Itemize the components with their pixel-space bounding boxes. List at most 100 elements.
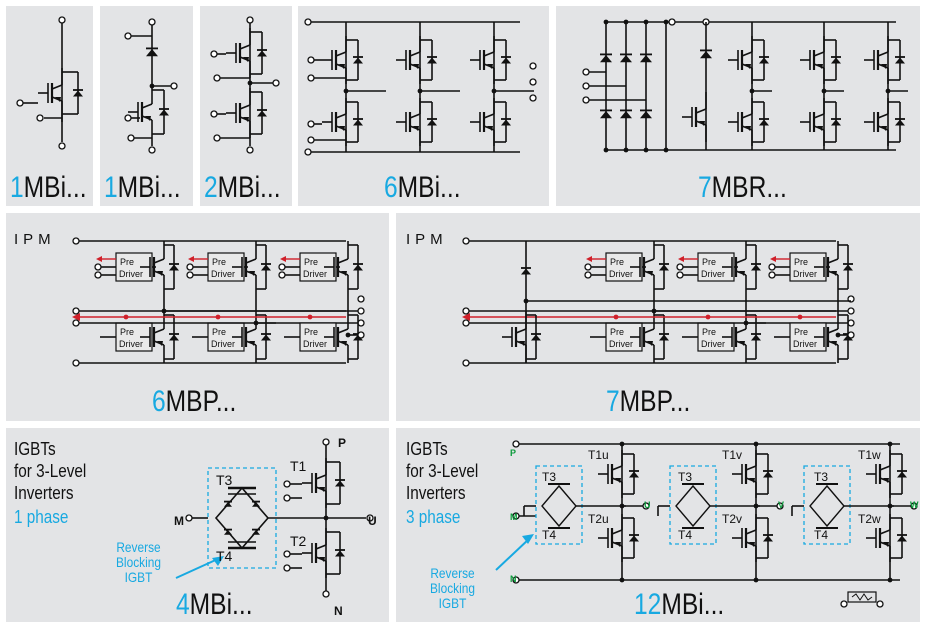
title-line-1: IGBTs <box>406 439 448 459</box>
diode <box>353 57 363 64</box>
terminal <box>210 50 218 58</box>
terminal <box>283 494 291 502</box>
terminal <box>529 78 537 86</box>
igbt-symbol <box>864 36 889 84</box>
terminal <box>582 96 590 104</box>
node-u: U <box>644 500 651 510</box>
terminal <box>357 307 365 315</box>
terminal <box>668 18 676 26</box>
title-line-1: IGBTs <box>14 439 56 459</box>
wire <box>245 328 257 334</box>
terminal <box>307 136 315 144</box>
terminal <box>148 146 156 154</box>
label-t4w: T4 <box>814 528 829 542</box>
module-label: 4MBi... <box>176 588 253 621</box>
panel-4mbi: IGBTs for 3-Level Inverters 1 phase Reve… <box>6 428 389 622</box>
title-line-2: for 3-Level <box>14 461 87 481</box>
terminal <box>357 319 365 327</box>
diode-bridge <box>675 484 711 528</box>
six-pack-schematic <box>304 18 537 156</box>
terminal <box>768 271 776 279</box>
igbt-symbol <box>140 241 165 293</box>
label-t1w: T1w <box>858 448 881 462</box>
terminal <box>283 480 291 488</box>
terminal <box>462 307 470 315</box>
terminal <box>847 319 855 327</box>
label-t3: T3 <box>216 472 233 488</box>
igbt-symbol <box>38 68 63 118</box>
terminal <box>847 331 855 339</box>
pim-schematic <box>582 18 908 153</box>
arrow <box>770 256 776 262</box>
pre-driver-label: Pre <box>702 327 716 337</box>
pre-driver-label: Pre <box>212 257 226 267</box>
terminal <box>210 110 218 118</box>
igbt-symbol <box>396 98 421 146</box>
terminal <box>676 263 684 271</box>
wire <box>745 529 757 535</box>
terminal <box>283 550 291 558</box>
terminal <box>72 307 80 315</box>
diode <box>751 334 761 341</box>
terminal <box>584 271 592 279</box>
igbt-symbol <box>470 98 495 146</box>
panel-2mbi: 2MBi... <box>200 6 292 206</box>
diode <box>640 111 652 119</box>
wire <box>141 103 153 109</box>
node-p: P <box>510 448 517 458</box>
label-t2v: T2v <box>722 512 743 526</box>
diode <box>895 119 905 126</box>
diode <box>620 111 632 119</box>
arrow <box>586 256 592 262</box>
rb-igbt-box <box>669 465 717 545</box>
node-p: P <box>338 436 347 450</box>
terminal <box>213 74 221 82</box>
wire <box>515 328 527 334</box>
diode <box>159 109 169 116</box>
terminal <box>16 99 24 107</box>
diode <box>831 57 841 64</box>
pre-driver-label: Driver <box>303 269 327 279</box>
pre-driver-label: Pre <box>794 257 808 267</box>
diode <box>659 334 669 341</box>
wire <box>337 328 349 334</box>
node-m: M <box>174 514 184 528</box>
arrow <box>188 256 194 262</box>
igbt-symbol <box>728 36 753 84</box>
pre-driver-label: Pre <box>212 327 226 337</box>
junction <box>619 441 625 447</box>
junction <box>753 441 759 447</box>
node-v: V <box>778 500 785 510</box>
diode <box>629 535 639 542</box>
title-line-2: for 3-Level <box>406 461 479 481</box>
diode <box>224 530 232 535</box>
pre-driver-label: Driver <box>701 269 725 279</box>
thermistor <box>847 591 877 603</box>
igbt-symbol <box>322 98 347 146</box>
terminal <box>462 319 470 327</box>
node-u: U <box>368 514 377 528</box>
igbt-symbol <box>140 311 165 363</box>
terminal <box>584 263 592 271</box>
terminal <box>36 114 44 122</box>
igbt-symbol <box>226 28 251 78</box>
terminal <box>582 68 590 76</box>
terminal <box>124 114 132 122</box>
terminal <box>876 600 884 608</box>
diode <box>353 334 363 341</box>
arrow <box>280 256 286 262</box>
label-t2w: T2w <box>858 512 881 526</box>
terminal <box>529 94 537 102</box>
igbt-symbol <box>728 98 753 146</box>
diode <box>751 264 761 271</box>
node-w: W <box>910 500 919 510</box>
terminal <box>847 307 855 315</box>
terminal <box>246 16 254 24</box>
igbt-symbol <box>732 450 757 498</box>
diode <box>831 119 841 126</box>
wire <box>153 328 165 334</box>
igbt-symbol <box>722 311 747 363</box>
pre-driver-label: Driver <box>119 269 143 279</box>
